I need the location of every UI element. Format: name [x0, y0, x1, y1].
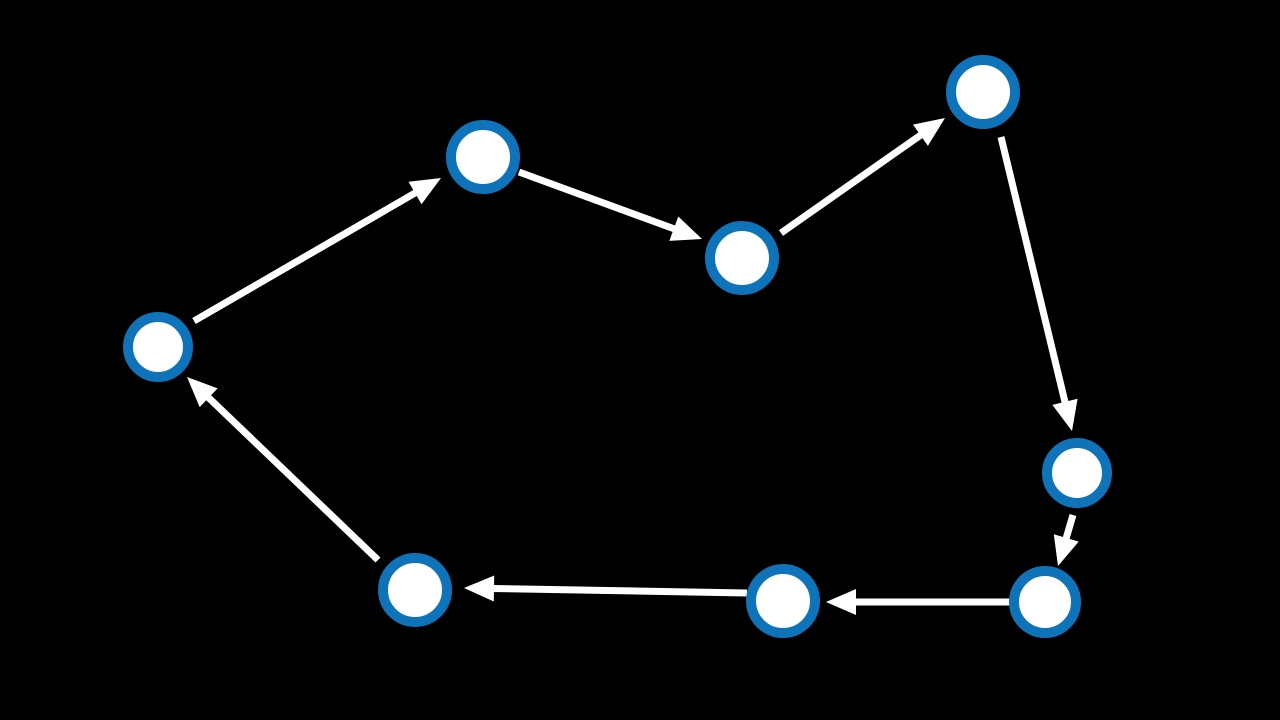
arrowhead-icon: [1053, 534, 1079, 566]
node-layer: [123, 55, 1112, 638]
arrowhead-icon: [912, 118, 945, 146]
graph-edge-n8-to-n1: [187, 377, 381, 563]
arrowhead-icon: [826, 589, 856, 615]
edge-shaft: [778, 131, 925, 236]
graph-edge-n2-to-n3: [517, 168, 702, 241]
graph-edge-n3-to-n4: [778, 118, 945, 236]
arrowhead-icon: [464, 575, 495, 602]
node-ring: [378, 553, 452, 627]
node-fill: [1051, 447, 1103, 499]
node-ring: [123, 312, 193, 382]
graph-node-n6[interactable]: [1009, 566, 1081, 638]
node-fill: [387, 562, 443, 618]
graph-edge-n4-to-n5: [997, 136, 1078, 431]
graph-node-n5[interactable]: [1042, 438, 1112, 508]
node-ring: [1042, 438, 1112, 508]
graph-edge-n5-to-n6: [1053, 514, 1079, 566]
node-ring: [446, 120, 520, 194]
graph-node-n4[interactable]: [946, 55, 1020, 129]
graph-edge-n1-to-n2: [192, 178, 441, 325]
edge-layer: [187, 118, 1079, 615]
edge-shaft: [204, 393, 381, 563]
node-fill: [714, 230, 770, 286]
graph-edge-n6-to-n7: [826, 589, 1010, 615]
edge-shaft: [1062, 514, 1077, 541]
node-fill: [455, 129, 511, 185]
node-fill: [1018, 575, 1072, 629]
graph-node-n1[interactable]: [123, 312, 193, 382]
node-ring: [946, 55, 1020, 129]
graph-node-n3[interactable]: [705, 221, 779, 295]
node-ring: [1009, 566, 1081, 638]
edge-shaft: [491, 584, 748, 597]
graph-node-n2[interactable]: [446, 120, 520, 194]
graph-node-n7[interactable]: [746, 564, 820, 638]
node-ring: [746, 564, 820, 638]
arrowhead-icon: [408, 178, 441, 205]
edge-shaft: [517, 168, 677, 233]
arrowhead-icon: [669, 216, 702, 241]
node-fill: [955, 64, 1011, 120]
graph-edge-n7-to-n8: [464, 575, 748, 602]
edge-shaft: [192, 189, 419, 325]
arrowhead-icon: [1052, 398, 1078, 431]
graph-node-n8[interactable]: [378, 553, 452, 627]
node-fill: [755, 573, 811, 629]
node-ring: [705, 221, 779, 295]
node-fill: [132, 321, 184, 373]
arrowhead-icon: [187, 377, 218, 408]
edge-shaft: [997, 136, 1069, 405]
